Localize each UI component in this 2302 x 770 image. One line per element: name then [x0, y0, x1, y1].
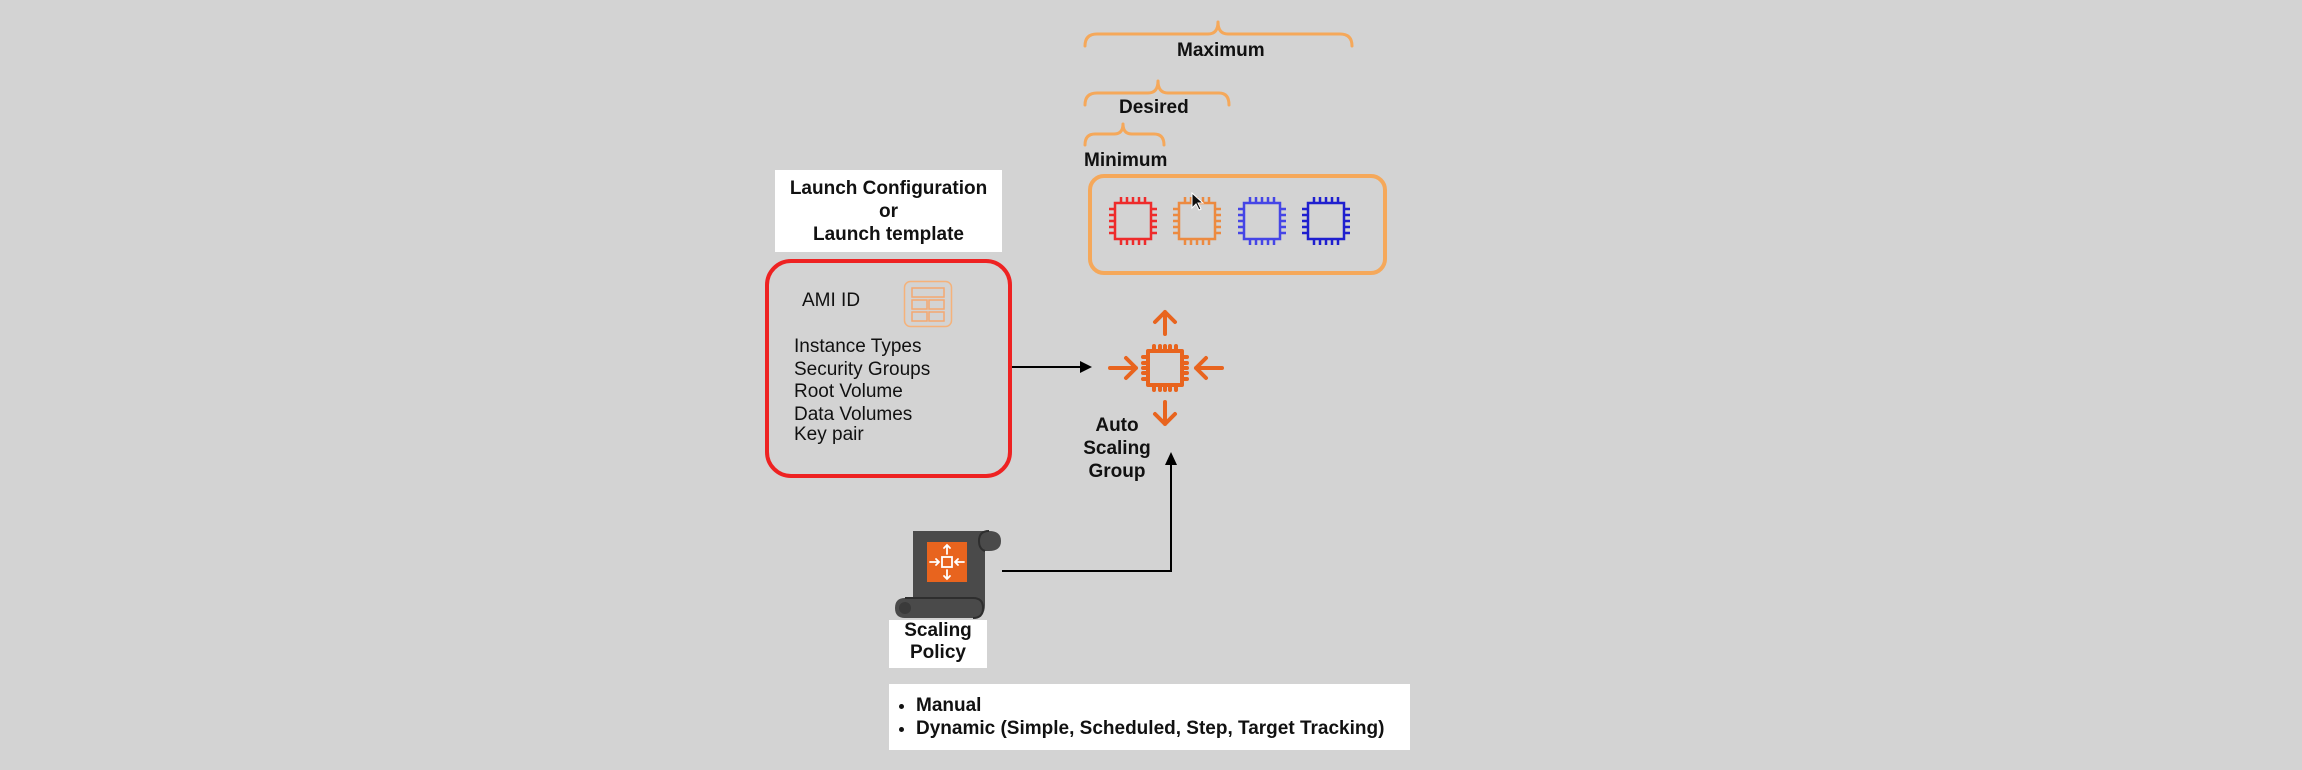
property-item: Root Volume [794, 381, 903, 402]
mouse-cursor-icon [1191, 192, 1205, 211]
asg-label-line3: Group [1088, 461, 1146, 482]
property-item: Key pair [794, 424, 864, 445]
maximum-label: Maximum [1177, 40, 1265, 61]
asg-label: Auto Scaling Group [1072, 414, 1162, 483]
launch-title-line2: or [879, 201, 898, 222]
ec2-instance-icon [1238, 197, 1286, 245]
arrow-to-asg [1080, 361, 1092, 373]
ec2-instance-icon [1302, 197, 1350, 245]
policy-line2: Policy [910, 642, 966, 663]
ami-grid-icon [903, 280, 953, 328]
property-item: Security Groups [794, 359, 931, 380]
auto-scaling-icon [1108, 310, 1224, 426]
scaling-policy-label: Scaling Policy [889, 620, 987, 668]
desired-label: Desired [1119, 97, 1189, 118]
launch-title-line3: Launch template [813, 224, 964, 245]
launch-config-box [765, 259, 1012, 478]
launch-title-line1: Launch Configuration [789, 178, 988, 199]
launch-config-title: Launch Configuration or Launch template [775, 170, 1002, 252]
asg-label-line2: Scaling [1083, 438, 1151, 459]
minimum-brace [1083, 122, 1166, 147]
minimum-label: Minimum [1084, 150, 1168, 171]
desired-brace [1083, 79, 1231, 107]
property-item: Instance Types [794, 336, 922, 357]
scaling-policy-scroll-icon [895, 530, 1001, 619]
arrow-policy-to-asg [1165, 452, 1177, 465]
ami-id-label: AMI ID [802, 290, 861, 311]
property-item: Data Volumes [794, 404, 913, 425]
config-properties: Instance Types Security Groups Root Volu… [794, 335, 930, 446]
maximum-brace [1083, 20, 1354, 48]
scaling-mode-item: Dynamic (Simple, Scheduled, Step, Target… [916, 717, 1410, 740]
asg-label-line1: Auto [1095, 415, 1139, 436]
ec2-instance-icon [1109, 197, 1157, 245]
scaling-modes-list: Manual Dynamic (Simple, Scheduled, Step,… [889, 684, 1410, 750]
instance-icons [1109, 197, 1350, 245]
instance-group-frame [1088, 174, 1387, 275]
scaling-mode-item: Manual [916, 694, 1410, 717]
policy-line1: Scaling [904, 620, 972, 641]
